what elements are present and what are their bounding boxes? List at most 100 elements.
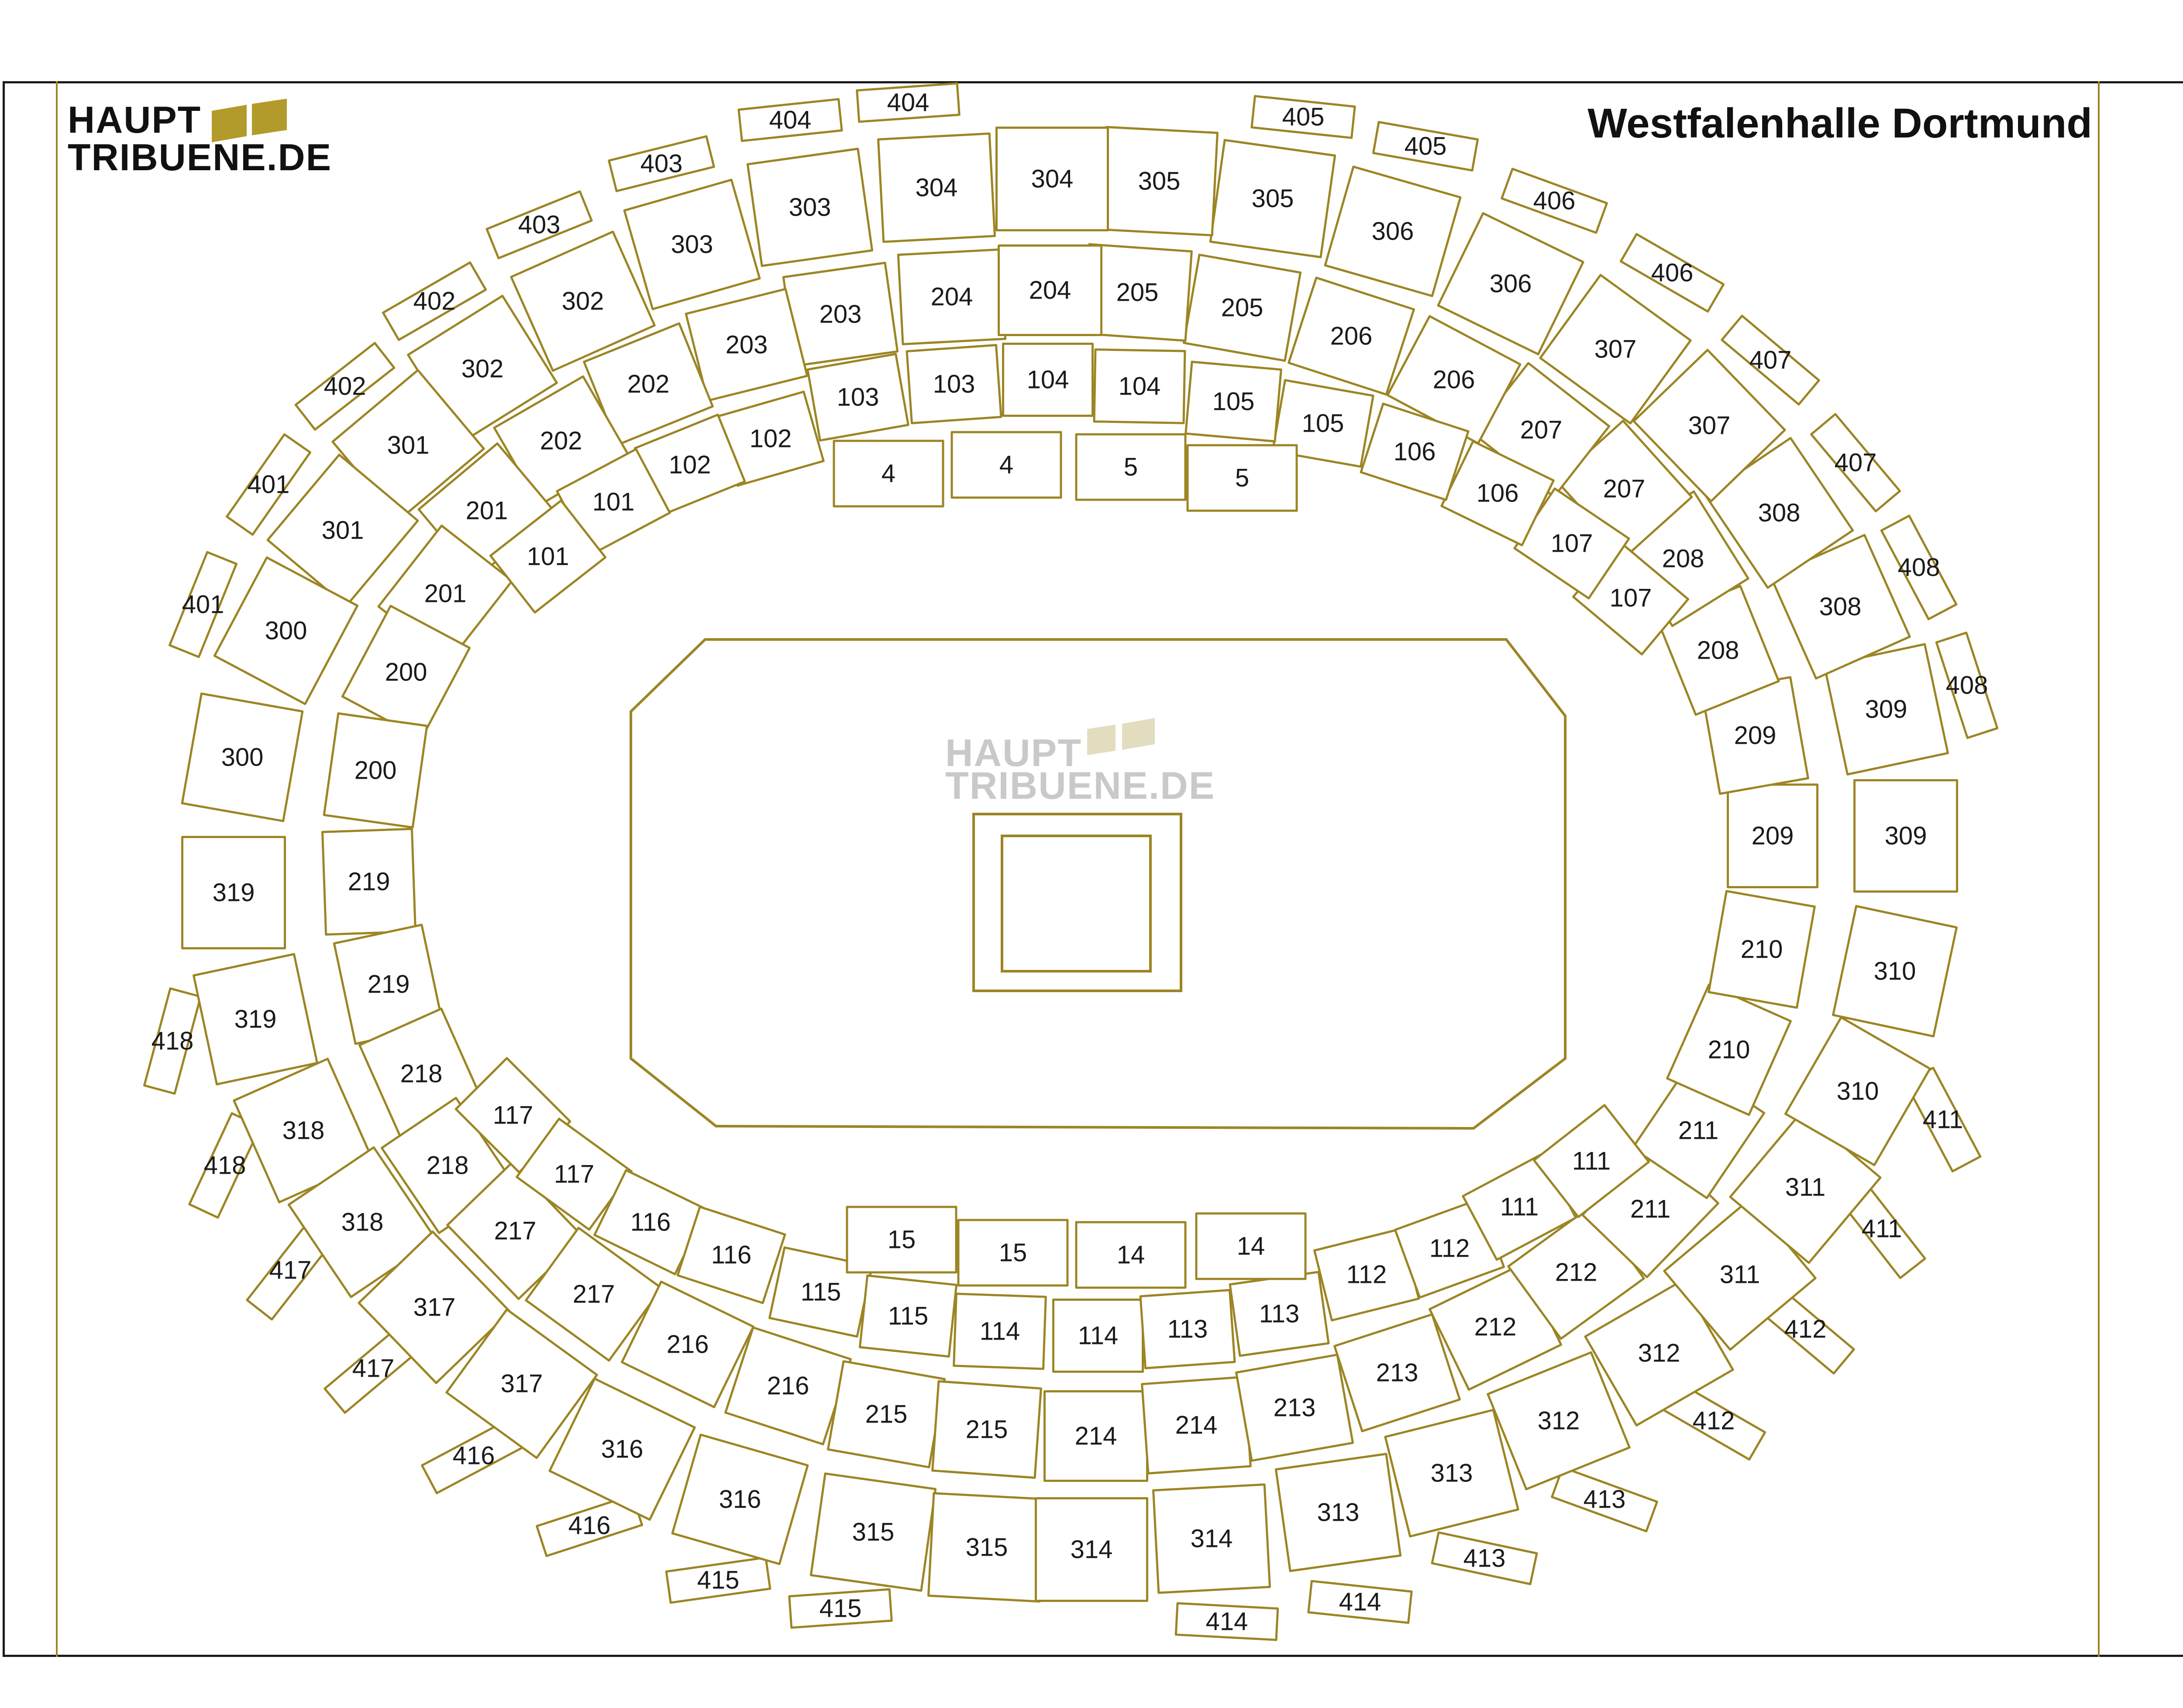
- block-shape[interactable]: [1307, 1580, 1413, 1624]
- block-319[interactable]: 319: [193, 953, 318, 1086]
- block-303[interactable]: 303: [623, 179, 761, 310]
- block-406[interactable]: 406: [1500, 164, 1608, 237]
- block-shape[interactable]: [1770, 534, 1911, 680]
- block-103[interactable]: 103: [906, 344, 1002, 424]
- block-405[interactable]: 405: [1250, 95, 1356, 139]
- block-shape[interactable]: [1333, 1313, 1461, 1433]
- block-shape[interactable]: [620, 1280, 755, 1409]
- block-307[interactable]: 307: [1539, 274, 1692, 425]
- block-300[interactable]: 300: [213, 556, 359, 705]
- block-207[interactable]: 207: [1472, 362, 1611, 498]
- block-200[interactable]: 200: [323, 712, 428, 829]
- block-219[interactable]: 219: [321, 828, 417, 936]
- block-shape[interactable]: [1632, 349, 1786, 502]
- block-312[interactable]: 312: [1584, 1279, 1734, 1427]
- block-405[interactable]: 405: [1372, 120, 1479, 172]
- block-shape[interactable]: [806, 353, 909, 442]
- block-shape[interactable]: [665, 1556, 771, 1604]
- block-216[interactable]: 216: [620, 1280, 755, 1409]
- block-shape[interactable]: [1152, 1483, 1271, 1594]
- block-205[interactable]: 205: [1082, 243, 1193, 342]
- block-204[interactable]: 204: [897, 248, 1007, 346]
- block-305[interactable]: 305: [1100, 126, 1219, 237]
- block-shape[interactable]: [1784, 1016, 1932, 1166]
- block-306[interactable]: 306: [1324, 165, 1462, 297]
- block-113[interactable]: 113: [1229, 1271, 1330, 1357]
- block-shape[interactable]: [833, 440, 944, 508]
- block-210[interactable]: 210: [1708, 890, 1816, 1009]
- block-shape[interactable]: [1043, 1390, 1148, 1482]
- block-shape[interactable]: [737, 98, 843, 142]
- block-202[interactable]: 202: [583, 322, 714, 446]
- block-shape[interactable]: [809, 1472, 937, 1592]
- block-106[interactable]: 106: [1440, 440, 1555, 546]
- block-210[interactable]: 210: [1666, 983, 1792, 1116]
- block-115[interactable]: 115: [858, 1274, 958, 1358]
- block-207[interactable]: 207: [1555, 419, 1693, 558]
- block-shape[interactable]: [995, 127, 1109, 231]
- block-313[interactable]: 313: [1274, 1453, 1402, 1572]
- block-414[interactable]: 414: [1307, 1580, 1413, 1624]
- block-318[interactable]: 318: [287, 1146, 437, 1298]
- block-407[interactable]: 407: [1804, 408, 1908, 518]
- block-shape[interactable]: [1384, 1409, 1519, 1538]
- block-214[interactable]: 214: [1043, 1390, 1148, 1482]
- block-shape[interactable]: [181, 836, 286, 949]
- block-shape[interactable]: [193, 953, 318, 1086]
- block-shape[interactable]: [998, 244, 1102, 336]
- block-205[interactable]: 205: [1182, 254, 1302, 362]
- block-shape[interactable]: [1501, 168, 1608, 234]
- block-shape[interactable]: [1324, 165, 1462, 297]
- block-404[interactable]: 404: [737, 98, 843, 142]
- block-shape[interactable]: [341, 605, 471, 740]
- block-shape[interactable]: [1209, 139, 1336, 258]
- block-106[interactable]: 106: [1360, 402, 1470, 501]
- block-shape[interactable]: [489, 499, 607, 614]
- block-4[interactable]: 4: [833, 440, 944, 508]
- block-402[interactable]: 402: [379, 256, 489, 346]
- block-shape[interactable]: [1360, 402, 1470, 501]
- block-shape[interactable]: [1274, 1453, 1402, 1572]
- block-306[interactable]: 306: [1437, 212, 1584, 356]
- block-219[interactable]: 219: [333, 924, 444, 1045]
- block-304[interactable]: 304: [877, 132, 996, 243]
- block-316[interactable]: 316: [671, 1433, 809, 1565]
- block-14[interactable]: 14: [1075, 1221, 1187, 1289]
- block-305[interactable]: 305: [1209, 139, 1336, 258]
- block-shape[interactable]: [858, 1274, 958, 1358]
- block-114[interactable]: 114: [1052, 1299, 1144, 1373]
- block-shape[interactable]: [1880, 515, 1958, 620]
- block-311[interactable]: 311: [1729, 1110, 1882, 1264]
- block-404[interactable]: 404: [856, 82, 961, 123]
- block-shape[interactable]: [1619, 233, 1725, 313]
- block-315[interactable]: 315: [809, 1472, 937, 1592]
- block-408[interactable]: 408: [1873, 511, 1965, 624]
- block-shape[interactable]: [382, 261, 487, 341]
- block-412[interactable]: 412: [1659, 1376, 1769, 1466]
- block-310[interactable]: 310: [1832, 905, 1958, 1038]
- block-shape[interactable]: [931, 1380, 1042, 1479]
- block-314[interactable]: 314: [1035, 1497, 1148, 1602]
- block-317[interactable]: 317: [445, 1308, 598, 1459]
- block-417[interactable]: 417: [319, 1317, 427, 1419]
- block-308[interactable]: 308: [1770, 534, 1911, 680]
- block-314[interactable]: 314: [1152, 1483, 1271, 1594]
- block-shape[interactable]: [358, 1230, 511, 1384]
- block-15[interactable]: 15: [846, 1206, 957, 1274]
- block-111[interactable]: 111: [1532, 1104, 1650, 1218]
- block-shape[interactable]: [1184, 361, 1282, 443]
- block-shape[interactable]: [906, 344, 1002, 424]
- block-209[interactable]: 209: [1701, 676, 1809, 795]
- block-408[interactable]: 408: [1928, 630, 2006, 740]
- block-104[interactable]: 104: [1002, 343, 1094, 417]
- block-414[interactable]: 414: [1174, 1602, 1279, 1641]
- block-204[interactable]: 204: [998, 244, 1102, 336]
- block-103[interactable]: 103: [806, 353, 909, 442]
- block-shape[interactable]: [671, 1433, 809, 1565]
- block-shape[interactable]: [143, 987, 202, 1095]
- block-307[interactable]: 307: [1632, 349, 1786, 502]
- block-104[interactable]: 104: [1093, 348, 1186, 424]
- block-shape[interactable]: [1075, 1221, 1187, 1289]
- block-200[interactable]: 200: [341, 605, 471, 740]
- block-shape[interactable]: [623, 179, 761, 310]
